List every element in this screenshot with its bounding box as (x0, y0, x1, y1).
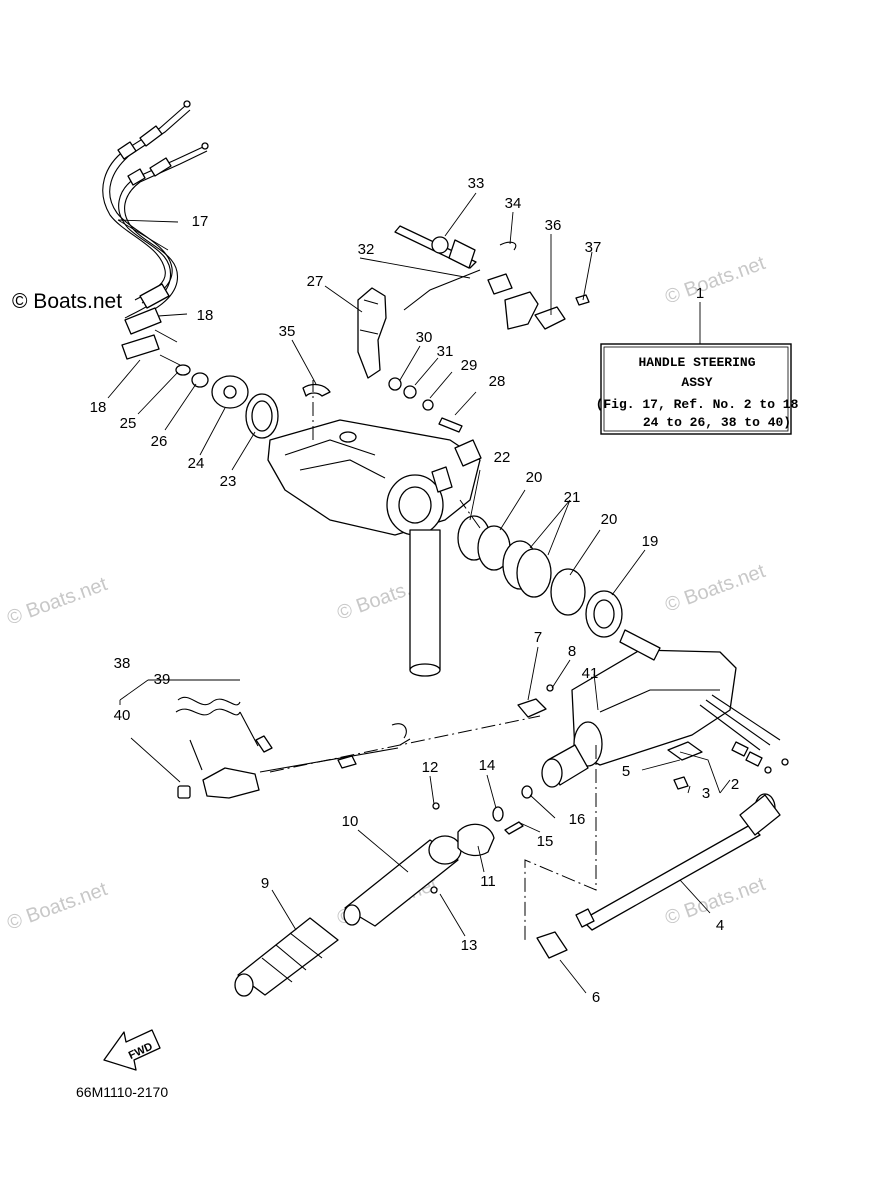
callout-line-3: (Fig. 17, Ref. No. 2 to 18 (596, 397, 799, 412)
assembly-callout: HANDLE STEERING ASSY (Fig. 17, Ref. No. … (596, 343, 799, 435)
label-18-lower: 18 (90, 399, 107, 416)
label-32: 32 (358, 241, 375, 258)
washers (245, 393, 623, 638)
watermark-faint: © Boats.net (662, 252, 768, 309)
label-22: 22 (494, 449, 511, 466)
label-6: 6 (592, 989, 600, 1006)
label-2: 2 (731, 776, 739, 793)
assembly-lines (269, 380, 597, 940)
label-36: 36 (545, 217, 562, 234)
part-labels: 1 2 3 4 5 6 7 8 9 10 11 12 13 14 15 16 1… (90, 175, 740, 1006)
label-3: 3 (702, 785, 710, 802)
label-20-upper: 20 (526, 469, 543, 486)
label-1: 1 (696, 285, 704, 302)
label-17: 17 (192, 213, 209, 230)
label-26: 26 (151, 433, 168, 450)
label-24: 24 (188, 455, 205, 472)
label-25: 25 (120, 415, 137, 432)
callout-line-1: HANDLE STEERING (638, 355, 755, 370)
label-28: 28 (489, 373, 506, 390)
label-41: 41 (582, 665, 599, 682)
label-12: 12 (422, 759, 439, 776)
stop-switch (175, 696, 411, 799)
label-4: 4 (716, 917, 724, 934)
label-37: 37 (585, 239, 602, 256)
label-29: 29 (461, 357, 478, 374)
friction-lever-assembly (302, 225, 590, 433)
leader-lines (107, 192, 731, 994)
throttle-shaft (575, 793, 781, 931)
label-8: 8 (568, 643, 576, 660)
label-33: 33 (468, 175, 485, 192)
label-31: 31 (437, 343, 454, 360)
label-19: 19 (642, 533, 659, 550)
callout-line-4: 24 to 26, 38 to 40) (643, 415, 791, 430)
label-27: 27 (307, 273, 324, 290)
label-13: 13 (461, 937, 478, 954)
diagram-code: 66M1110-2170 (76, 1084, 168, 1100)
label-30: 30 (416, 329, 433, 346)
label-7: 7 (534, 629, 542, 646)
small-parts (430, 684, 703, 959)
label-39: 39 (154, 671, 171, 688)
control-cables (102, 100, 209, 366)
watermark-faint: © Boats.net (662, 560, 768, 617)
steering-handle (541, 629, 789, 788)
label-14: 14 (479, 757, 496, 774)
throttle-grip (234, 823, 495, 997)
label-20-lower: 20 (601, 511, 618, 528)
label-35: 35 (279, 323, 296, 340)
grommet-group (175, 364, 249, 409)
label-9: 9 (261, 875, 269, 892)
label-34: 34 (505, 195, 522, 212)
steering-bracket (267, 419, 482, 677)
label-11: 11 (480, 873, 496, 890)
label-15: 15 (537, 833, 554, 850)
label-23: 23 (220, 473, 237, 490)
label-10: 10 (342, 813, 359, 830)
label-21: 21 (564, 489, 581, 506)
watermark-faint: © Boats.net (4, 573, 110, 630)
label-18-upper: 18 (197, 307, 214, 324)
label-5: 5 (622, 763, 630, 780)
fwd-arrow: FWD (103, 1029, 161, 1071)
callout-line-2: ASSY (681, 375, 712, 390)
watermark-faint: © Boats.net (4, 878, 110, 935)
label-40: 40 (114, 707, 131, 724)
label-16: 16 (569, 811, 586, 828)
watermark-main: © Boats.net (12, 290, 122, 313)
label-38: 38 (114, 655, 131, 672)
